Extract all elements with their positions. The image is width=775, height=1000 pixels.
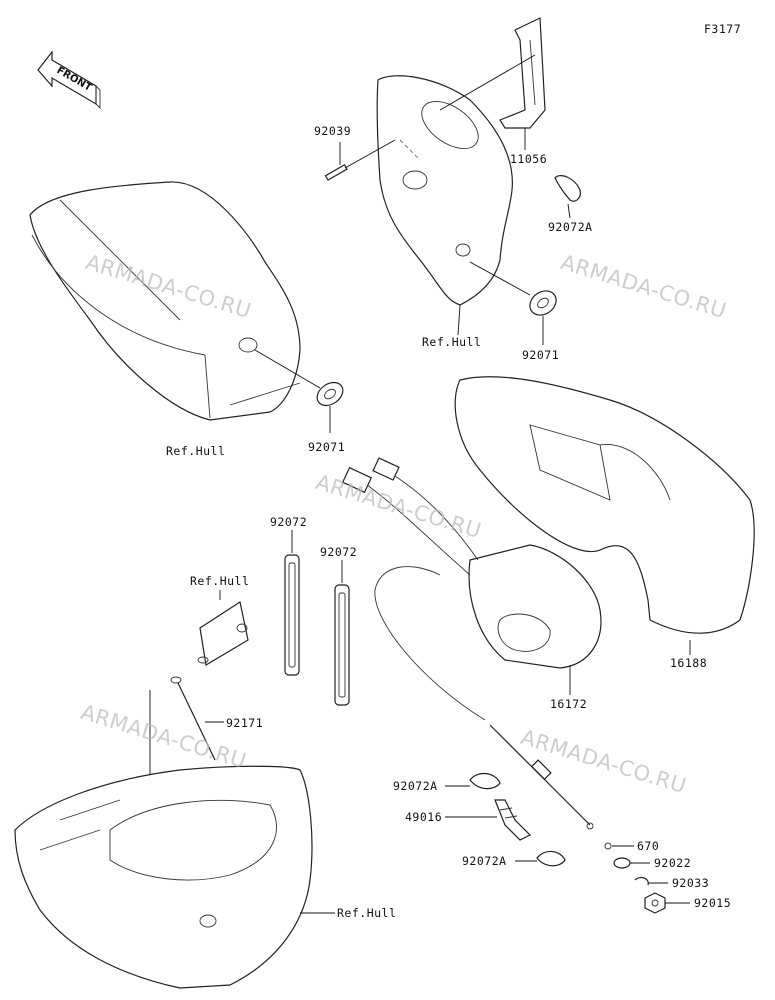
bracket-11056	[439, 17, 546, 150]
callout-92072-b: 92072	[320, 545, 358, 559]
front-arrow-icon: FRONT	[37, 50, 101, 110]
callout-16188: 16188	[670, 656, 708, 670]
callout-92022: 92022	[654, 856, 692, 870]
band-92072a-low	[515, 850, 566, 867]
figure-code: F3177	[704, 22, 742, 36]
hull-upper-panel	[376, 75, 513, 336]
callout-92071-right: 92071	[522, 348, 560, 362]
callout-92071-left: 92071	[308, 440, 346, 454]
steering-cable	[489, 724, 594, 830]
grommet-92071-left	[254, 349, 344, 433]
callout-92171: 92171	[226, 716, 264, 730]
callout-11056: 11056	[510, 152, 548, 166]
strap-92072-b	[334, 560, 350, 706]
callout-ref-hull-bottom: Ref.Hull	[337, 906, 397, 920]
hardware-stack	[604, 842, 690, 914]
callout-92015: 92015	[694, 896, 732, 910]
control-unit-16172	[341, 457, 602, 721]
boot-49016	[445, 799, 532, 841]
callout-670: 670	[637, 839, 660, 853]
strap-92072-a	[284, 530, 300, 676]
callout-92072a-low: 92072A	[462, 854, 507, 868]
callout-92072a-top: 92072A	[548, 220, 593, 234]
callout-92072-a: 92072	[270, 515, 308, 529]
callout-49016: 49016	[405, 810, 443, 824]
callout-16172: 16172	[550, 697, 588, 711]
pin-92039	[324, 139, 396, 181]
band-92072a-mid	[445, 773, 501, 790]
hull-deck-bottom	[14, 765, 335, 989]
callout-ref-hull-top: Ref.Hull	[422, 335, 482, 349]
cover-16188	[454, 376, 755, 655]
band-92072a-top	[554, 175, 581, 219]
callout-92072a-mid: 92072A	[393, 779, 438, 793]
callout-92033: 92033	[672, 876, 710, 890]
callout-ref-hull-left: Ref.Hull	[166, 444, 226, 458]
callout-ref-hull-mid: Ref.Hull	[190, 574, 250, 588]
grommet-92071-right	[469, 261, 557, 345]
callout-92039: 92039	[314, 124, 352, 138]
hull-seat-panel	[29, 181, 301, 421]
